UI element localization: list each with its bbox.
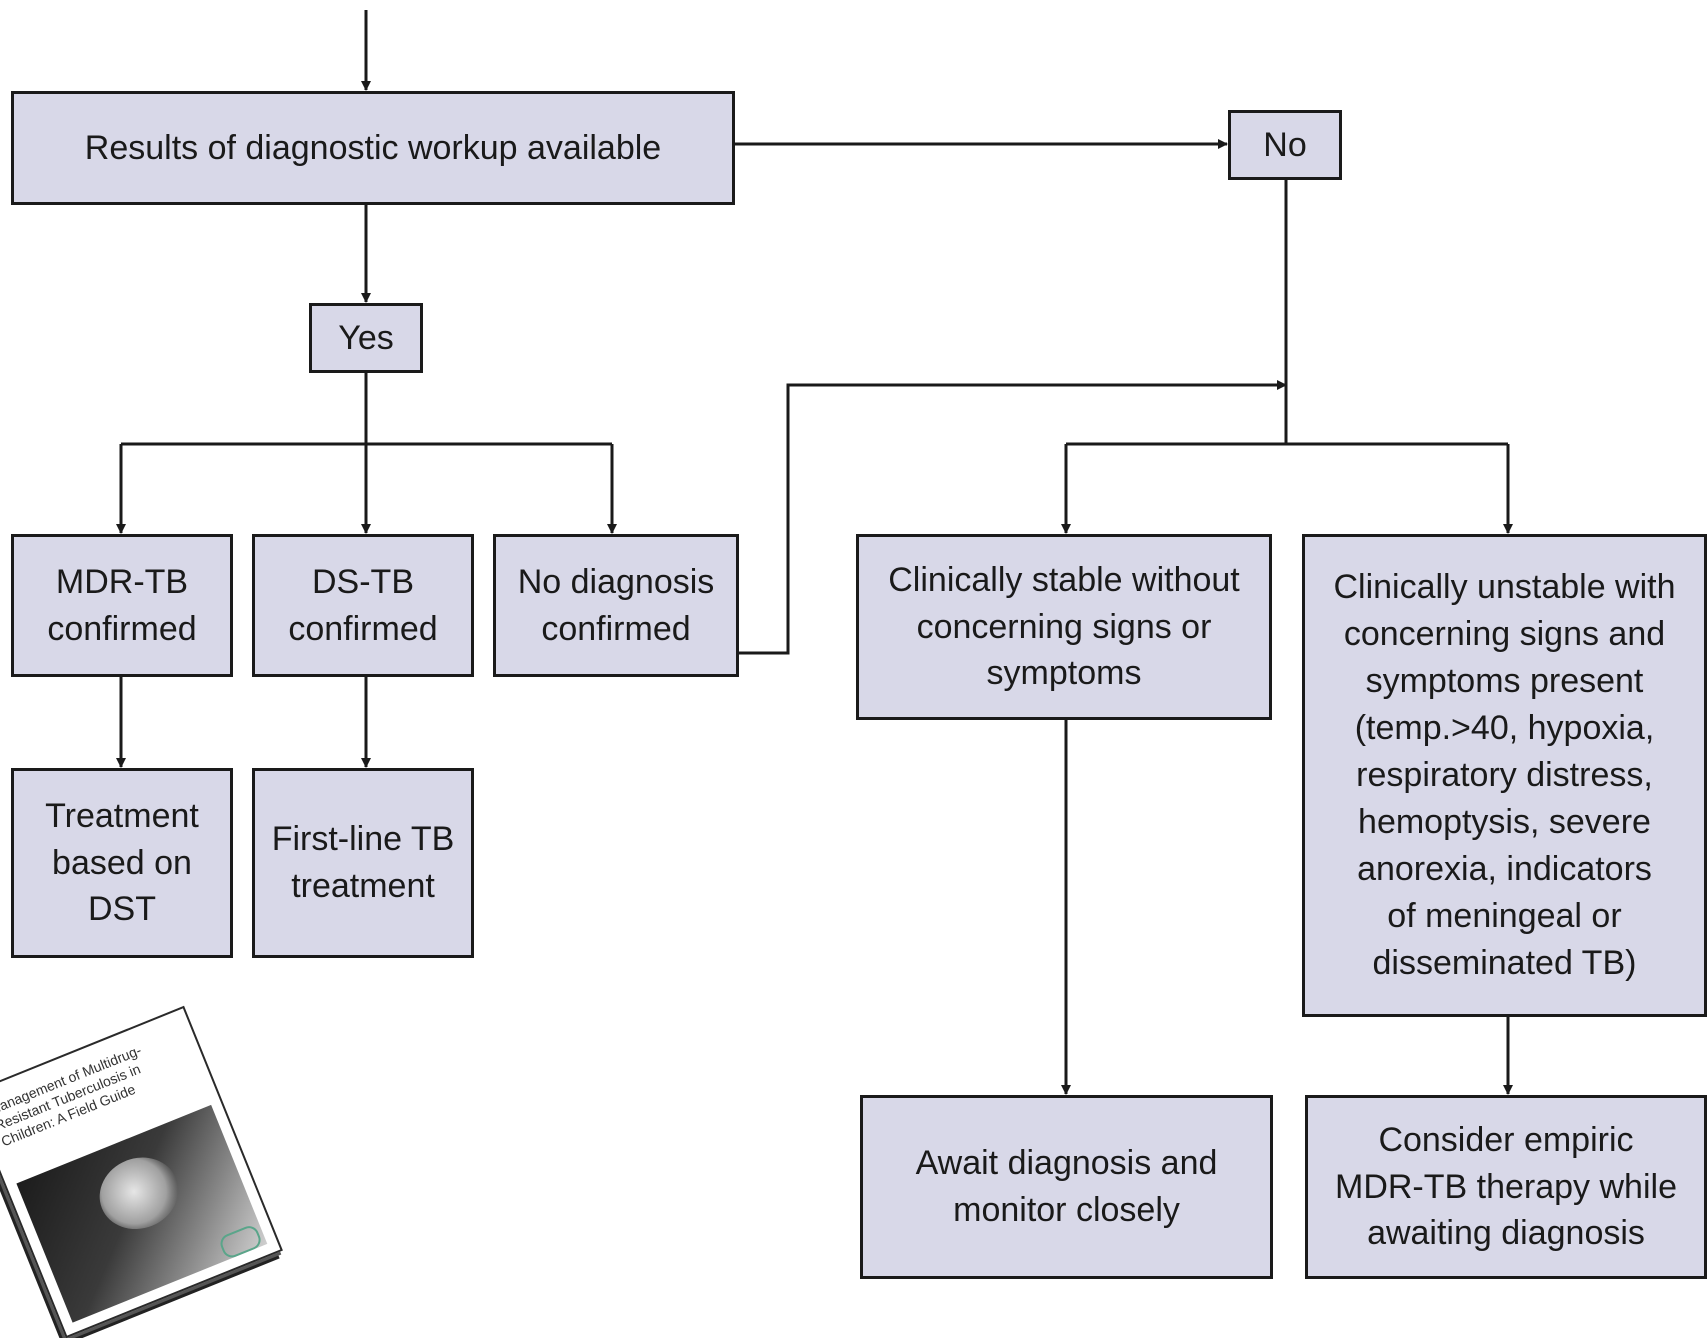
no-diagnosis-box: No diagnosis confirmed bbox=[493, 534, 739, 677]
clinically-unstable-box: Clinically unstable with concerning sign… bbox=[1302, 534, 1707, 1017]
child-photo bbox=[88, 1145, 190, 1241]
no-box: No bbox=[1228, 110, 1342, 180]
await-diagnosis-box: Await diagnosis and monitor closely bbox=[860, 1095, 1273, 1279]
yes-box: Yes bbox=[309, 303, 423, 373]
empiric-therapy-box: Consider empiric MDR-TB therapy while aw… bbox=[1305, 1095, 1707, 1279]
ds-confirmed-box: DS-TB confirmed bbox=[252, 534, 474, 677]
booklet-cover-photo bbox=[16, 1104, 268, 1323]
mdr-confirmed-box: MDR-TB confirmed bbox=[11, 534, 233, 677]
flowchart-connectors bbox=[116, 10, 1513, 1095]
clinically-stable-box: Clinically stable without concerning sig… bbox=[856, 534, 1272, 720]
treatment-based-on-dst-box: Treatment based on DST bbox=[11, 768, 233, 958]
first-line-treatment-box: First-line TB treatment bbox=[252, 768, 474, 958]
results-box: Results of diagnostic workup available bbox=[11, 91, 735, 205]
nodx-loop-connector bbox=[738, 380, 1287, 655]
